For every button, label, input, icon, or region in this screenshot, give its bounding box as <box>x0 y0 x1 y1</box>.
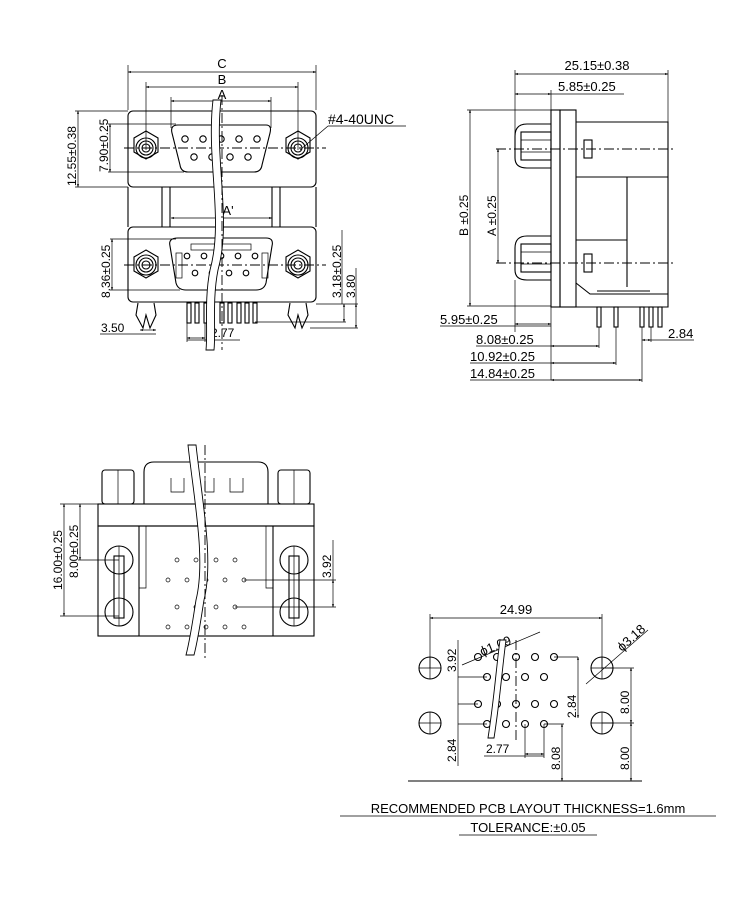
dim-pin-pitch: 2.77 <box>211 326 235 340</box>
dim-bottom-row-spacing: 3.92 <box>320 554 334 578</box>
dim-upper-shell: 7.90±0.25 <box>97 118 111 172</box>
side-flange <box>550 109 561 308</box>
dim-pcb-row-spacing-left: 3.92 <box>445 648 459 672</box>
dim-pin-tail-length: 3.80 <box>344 274 358 298</box>
dim-boardlock-half: 8.00±0.25 <box>67 524 81 578</box>
dim-face-offset: 5.95±0.25 <box>440 312 498 327</box>
side-pin-tails <box>596 306 663 328</box>
dim-row-pitch: 2.84 <box>668 326 693 341</box>
dim-mount-hole-dia: ϕ3.18 <box>614 621 648 654</box>
dim-pin-tail-offset: 3.18±0.25 <box>330 244 344 298</box>
dim-edge-to-mount-lower: 8.00 <box>618 746 632 770</box>
bottom-shell-top <box>143 461 269 504</box>
dim-flange-offset: 5.85±0.25 <box>558 79 616 94</box>
lower-d-sub-plug <box>169 237 273 291</box>
break-line <box>205 99 224 351</box>
pcb-break-line <box>487 639 507 739</box>
pcb-layout: 24.99 ϕ1.09 ϕ3.18 3.92 2.84 2.84 <box>408 602 649 782</box>
dim-row2-offset: 10.92±0.25 <box>470 349 535 364</box>
dim-height-total: 12.55±0.38 <box>65 126 79 186</box>
dim-lower-shell: 8.36±0.25 <box>99 244 113 298</box>
dim-a-tolerance: A ±0.25 <box>485 195 499 236</box>
side-hex-standoff-lower <box>514 235 593 281</box>
dim-a-prime-label: A' <box>222 203 233 218</box>
thread-callout: #4-40UNC <box>328 111 394 127</box>
dim-boardlock-spacing: 16.00±0.25 <box>51 530 65 590</box>
dim-depth-total: 25.15±0.38 <box>565 58 630 73</box>
boardlock-left <box>135 302 157 330</box>
bottom-break-line <box>185 444 209 656</box>
dim-edge-to-row: 8.08 <box>549 746 563 770</box>
dim-row1-offset: 8.08±0.25 <box>476 332 534 347</box>
dim-a-label: A <box>218 87 227 102</box>
dim-edge-to-mount-upper: 8.00 <box>618 690 632 714</box>
dim-c-label: C <box>217 56 226 71</box>
boardlock-foot-right <box>279 545 309 627</box>
dim-row3-offset: 14.84±0.25 <box>470 366 535 381</box>
dim-b-label: B <box>218 72 227 87</box>
dim-b-tolerance: B ±0.25 <box>457 194 471 236</box>
notes: RECOMMENDED PCB LAYOUT THICKNESS=1.6mm T… <box>340 801 716 836</box>
boardlock-foot-left <box>104 545 134 627</box>
pcb-layout-note: RECOMMENDED PCB LAYOUT THICKNESS=1.6mm <box>371 801 686 816</box>
dim-pcb-row-pitch-right: 2.84 <box>565 694 579 718</box>
dim-pcb-row-pitch-left: 2.84 <box>445 738 459 762</box>
pin-tails <box>186 302 258 324</box>
dim-pcb-pin-pitch: 2.77 <box>486 742 510 756</box>
dim-mount-hole-spacing: 24.99 <box>500 602 533 617</box>
front-view: C B A #4-40UNC 12.55±0 <box>65 56 406 351</box>
hex-standoff-lower-left <box>133 249 159 279</box>
boardlock-right <box>287 302 309 330</box>
side-hex-standoff-upper <box>514 123 593 169</box>
upper-d-sub-shell <box>171 124 272 173</box>
bottom-view: 3.92 16.00±0.25 8.00±0.25 <box>51 444 336 660</box>
dim-pin-hole-dia: ϕ1.09 <box>478 633 514 659</box>
tolerance-note: TOLERANCE:±0.05 <box>470 820 585 835</box>
hex-standoff-lower-right <box>285 249 311 279</box>
side-view: 25.15±0.38 5.85±0.25 B <box>440 58 694 382</box>
dim-boardlock-width: 3.50 <box>101 321 125 335</box>
